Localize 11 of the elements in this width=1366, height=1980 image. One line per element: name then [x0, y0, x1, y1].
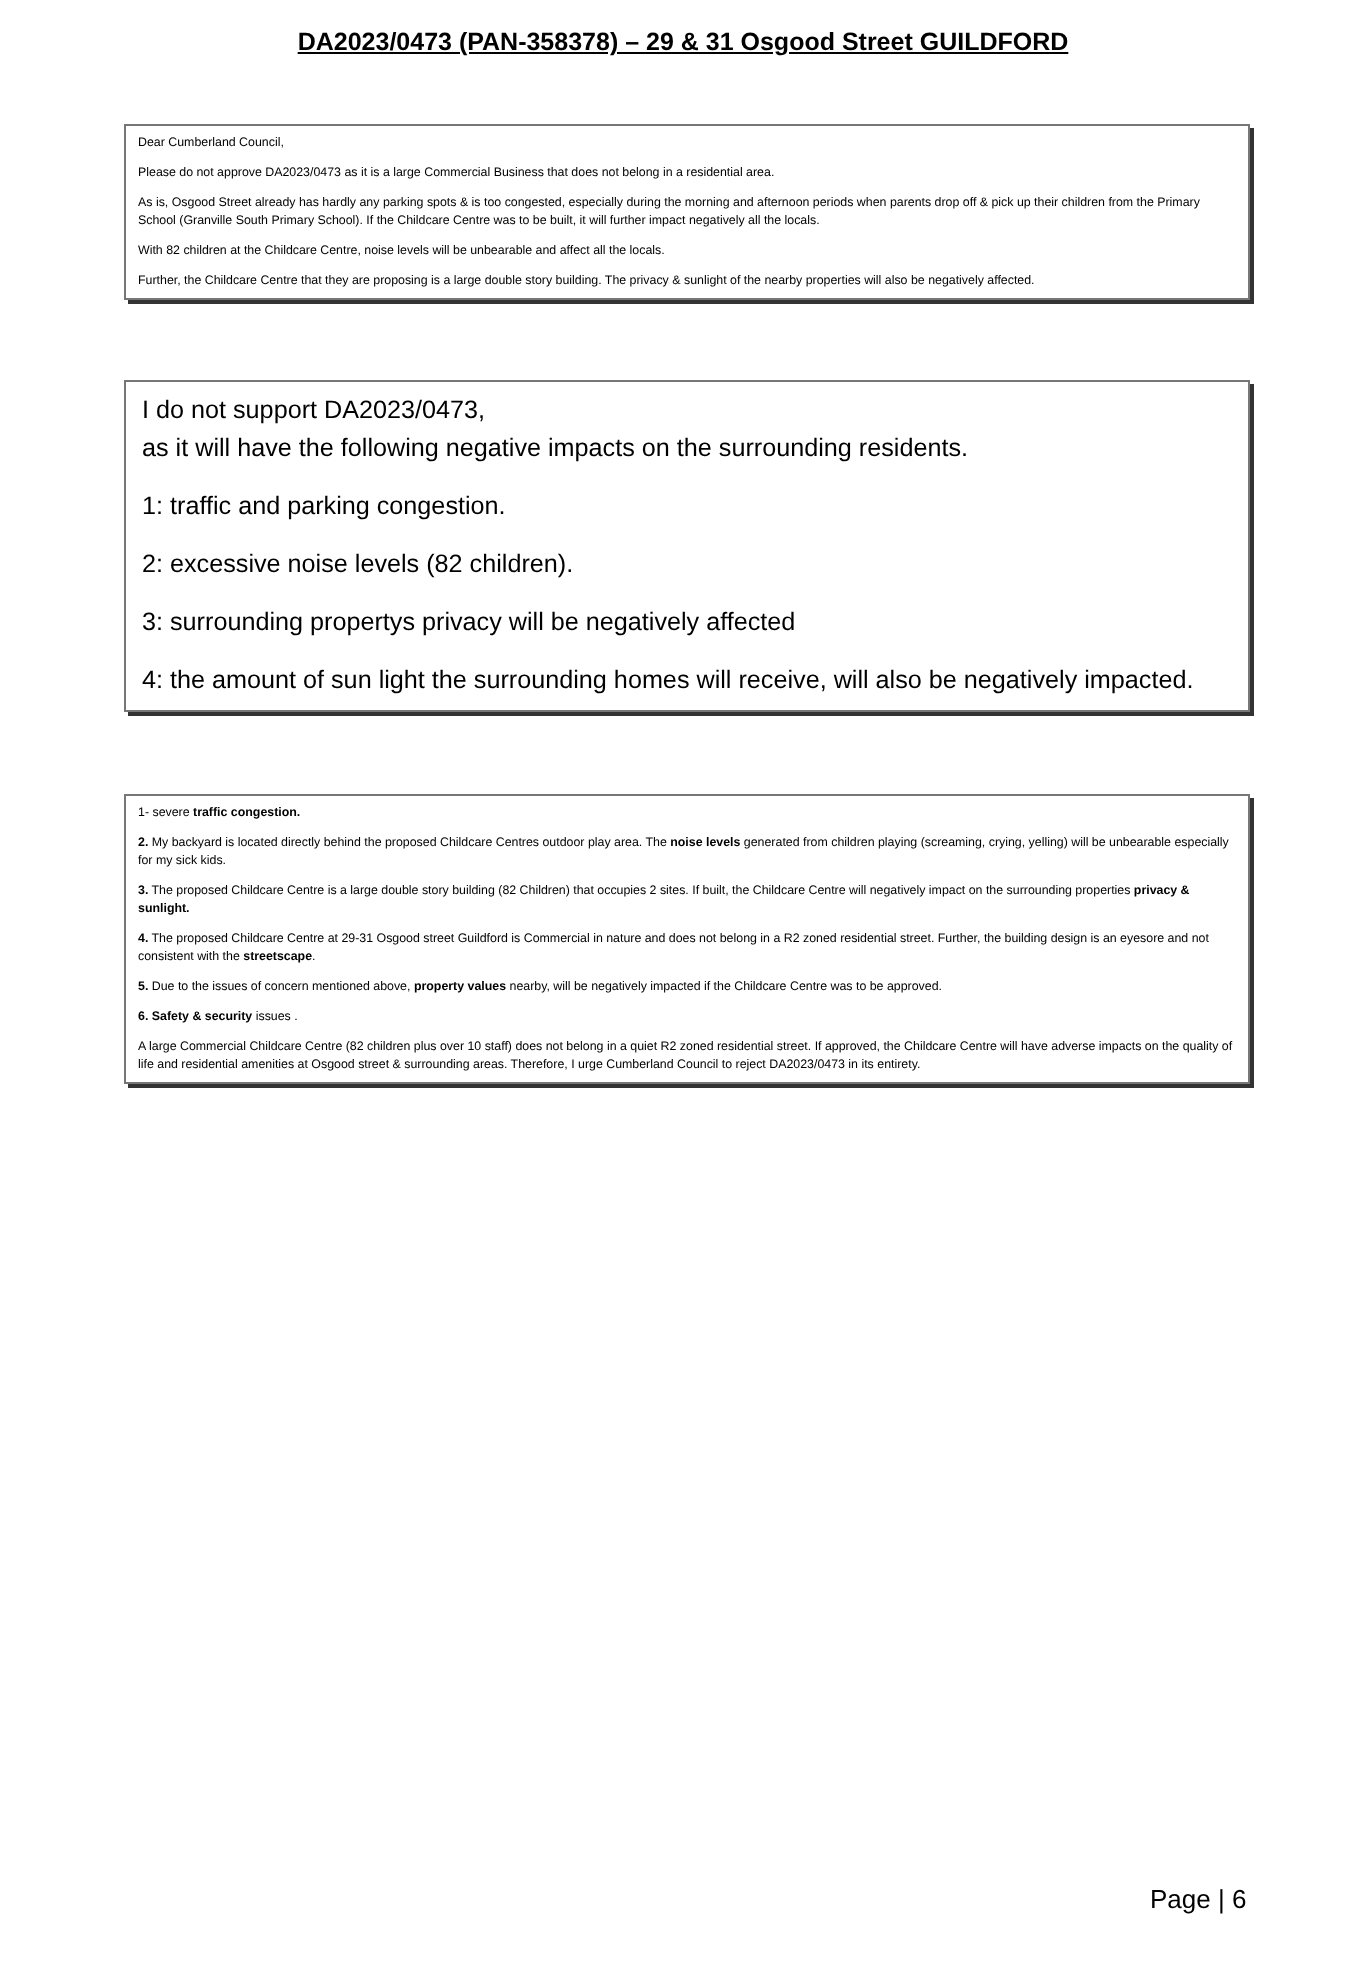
letter-paragraph: 2: excessive noise levels (82 children). — [142, 548, 576, 582]
text-panel — [124, 124, 1250, 300]
letter-paragraph: 1: traffic and parking congestion. — [142, 490, 508, 524]
letter-paragraph: 4: the amount of sun light the surrounding homes will receive, will also be negatively impacted. — [142, 664, 1196, 698]
page-title: DA2023/0473 (PAN-358378) – 29 & 31 Osgood Street GUILDFORD — [295, 28, 1071, 56]
letter-paragraph: as it will have the following negative impacts on the surrounding residents. — [142, 432, 971, 466]
text-panel — [124, 380, 1250, 712]
page-number: Page | 6 — [1150, 1884, 1247, 1914]
text-panel — [124, 794, 1250, 1084]
letter-paragraph: I do not support DA2023/0473, — [142, 394, 488, 428]
letter-paragraph: 3: surrounding propertys privacy will be negatively affected — [142, 606, 798, 640]
